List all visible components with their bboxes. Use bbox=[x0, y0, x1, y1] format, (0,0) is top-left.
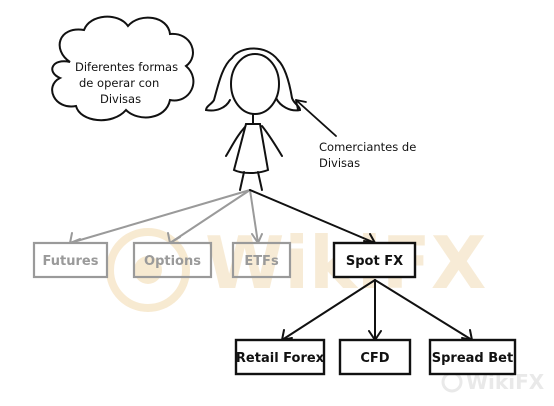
box-options: Options bbox=[132, 241, 213, 279]
row2-connectors bbox=[281, 279, 473, 341]
box-cfd-label: CFD bbox=[360, 351, 389, 366]
box-options-label: Options bbox=[144, 254, 201, 269]
box-cfd: CFD bbox=[338, 338, 412, 376]
box-spread-bet: Spread Bet bbox=[428, 338, 517, 376]
box-spread-bet-label: Spread Bet bbox=[432, 351, 513, 366]
box-retail-forex-label: Retail Forex bbox=[236, 351, 325, 366]
cloud-text-line3: Divisas bbox=[100, 92, 141, 106]
row1-connectors bbox=[69, 189, 376, 244]
thought-cloud: Diferentes formas de operar con Divisas bbox=[51, 15, 195, 122]
box-spot-fx-label: Spot FX bbox=[346, 254, 403, 269]
trader-label-line1: Comerciantes de bbox=[319, 140, 416, 154]
trader-arrow bbox=[295, 99, 337, 137]
trader-figure bbox=[204, 47, 302, 191]
box-futures-label: Futures bbox=[43, 254, 99, 269]
box-spot-fx: Spot FX bbox=[332, 241, 417, 279]
box-futures: Futures bbox=[32, 241, 109, 279]
box-etfs-label: ETFs bbox=[244, 254, 279, 269]
box-retail-forex: Retail Forex bbox=[234, 338, 326, 376]
trader-label-line2: Divisas bbox=[319, 156, 360, 170]
cloud-text-line1: Diferentes formas bbox=[75, 60, 178, 74]
box-etfs: ETFs bbox=[231, 241, 292, 279]
cloud-text-line2: de operar con bbox=[79, 76, 159, 90]
